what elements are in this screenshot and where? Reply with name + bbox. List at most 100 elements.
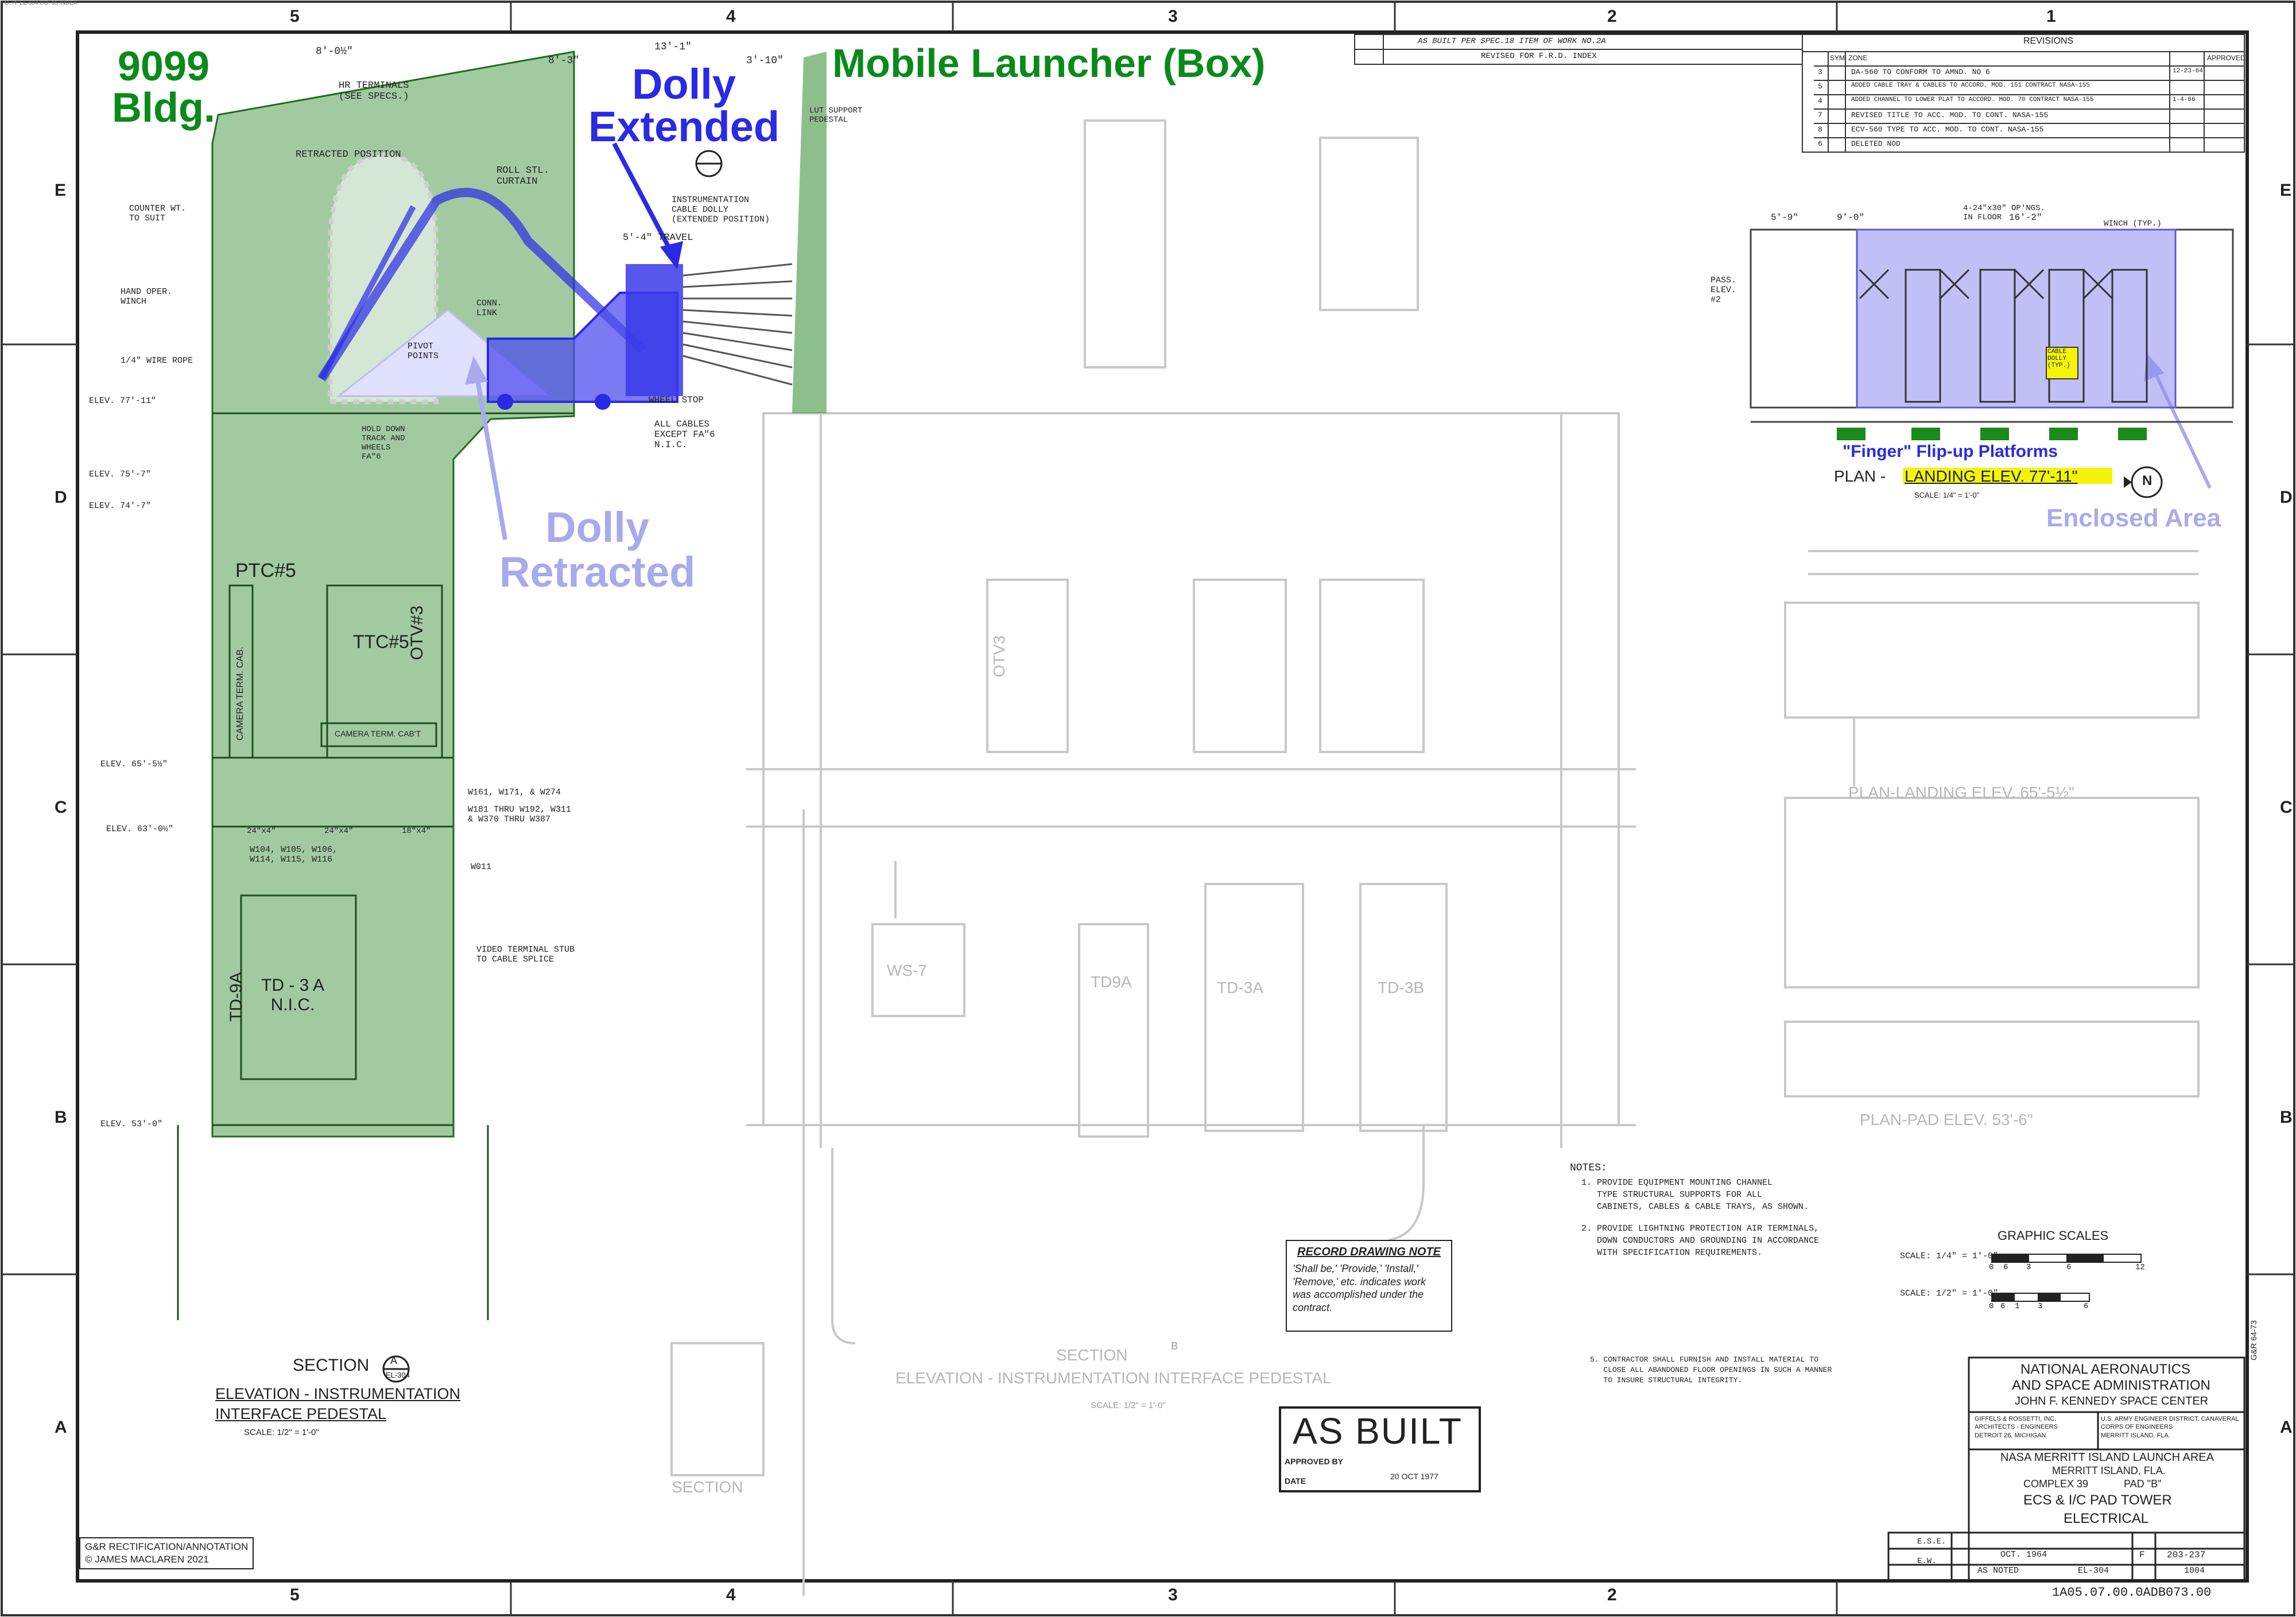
tb-gr-no: EL-304 [2078, 1566, 2109, 1576]
elev-63-label: ELEV. 63'-0½" [106, 824, 174, 834]
scale1-tick-4: 12 [2135, 1263, 2145, 1272]
tb-drawing-no: 1A05.07.00.0ADB073.00 [2052, 1585, 2212, 1600]
w181-label: W181 THRU W192, W311 & W370 THRU W387 [468, 805, 572, 824]
tb-center: JOHN F. KENNEDY SPACE CENTER [2015, 1395, 2209, 1407]
plan-title-prefix: PLAN - [1834, 467, 1886, 485]
camera-term-cab2-label: CAMERA TERM. CAB'T [335, 729, 421, 738]
tb-pad: PAD "B" [2124, 1478, 2162, 1490]
pass-elev-label: PASS. ELEV. #2 [1711, 276, 1737, 305]
notes-header: NOTES: [1570, 1162, 1607, 1174]
all-cables-label: ALL CABLES EXCEPT FA"6 N.I.C. [654, 419, 715, 450]
section-b-scale: SCALE: 1/2" = 1'-0" [1091, 1401, 1166, 1410]
tb-title-2: ELECTRICAL [2064, 1511, 2149, 1526]
zone-col-2-top: 2 [1607, 7, 1617, 26]
revision-row-3: ADDED CHANNEL TO LOWER PLAT TO ACCORD. M… [1851, 96, 2094, 103]
box-24x4-label: 24"x4" [247, 827, 276, 836]
revision-row-2: ADDED CABLE TRAY & CABLES TO ACCORD. MOD… [1851, 82, 2090, 89]
bldg-9099-label: 9099 Bldg. [112, 44, 215, 131]
svg-text:SECTION: SECTION [672, 1478, 743, 1496]
rectification-credit: G&R RECTIFICATION/ANNOTATION © JAMES MAC… [79, 1537, 254, 1570]
svg-text:OTV3: OTV3 [990, 635, 1008, 677]
zone-row-b-right: B [2280, 1108, 2293, 1127]
revisions-col-sym: SYM [1830, 54, 1845, 62]
camera-term-cab-label: CAMERA TERM. CAB. [235, 646, 245, 740]
record-note-body: 'Shall be,' 'Provide,' 'Install,' 'Remov… [1293, 1263, 1426, 1313]
elevation-title-2: INTERFACE PEDESTAL [215, 1405, 387, 1422]
svg-text:WS-7: WS-7 [887, 961, 927, 979]
revision-sym-2: 5 [1818, 82, 1822, 91]
wire-rope-label: 1/4" WIRE ROPE [121, 356, 193, 366]
box-18x4-label: 18"x4" [402, 827, 431, 836]
svg-text:TD-3B: TD-3B [1378, 979, 1424, 996]
roll-stl-curtain-label: ROLL STL. CURTAIN [497, 165, 549, 187]
zone-row-e-left: E [55, 181, 67, 200]
record-note-title: RECORD DRAWING NOTE [1297, 1246, 1441, 1258]
revision-sym-3: 4 [1818, 96, 1822, 105]
zone-col-3-top: 3 [1168, 7, 1178, 26]
svg-text:TD-3A: TD-3A [1217, 979, 1263, 996]
graphic-scale-1-label: SCALE: 1/4" = 1'-0" [1900, 1251, 1999, 1261]
scale2-tick-4: 6 [2084, 1302, 2089, 1311]
note-1: 1. PROVIDE EQUIPMENT MOUNTING CHANNEL TY… [1581, 1178, 1809, 1212]
elevation-title-1: ELEVATION - INSTRUMENTATION [215, 1385, 461, 1402]
td3a-label: TD - 3 A N.I.C. [261, 976, 325, 1014]
zone-row-c-left: C [55, 798, 67, 817]
scale1-tick-0: 0 [1989, 1263, 1994, 1272]
zone-col-3-bottom: 3 [1168, 1585, 1178, 1604]
faded-background-drawing [670, 119, 2200, 1596]
svg-text:SECTION: SECTION [1056, 1346, 1127, 1364]
zone-row-a-left: A [55, 1418, 67, 1437]
tb-agency-2: AND SPACE ADMINISTRATION [2012, 1378, 2210, 1393]
zone-col-5-top: 5 [290, 7, 300, 26]
tb-firm: GIFFELS & ROSSETTI, INC. ARCHITECTS - EN… [1975, 1416, 2058, 1439]
elev-65-label: ELEV. 65'-5½" [100, 759, 168, 769]
svg-text:TD9A: TD9A [1091, 973, 1132, 991]
tb-file-no: 203-237 [2167, 1550, 2206, 1560]
scale1-tick-3: 6 [2066, 1263, 2072, 1272]
tb-scale: AS NOTED [1977, 1566, 2019, 1576]
revision-date-1: 12-23-64 [2173, 68, 2203, 75]
svg-text:PLAN-LANDING ELEV. 65'-5½": PLAN-LANDING ELEV. 65'-5½" [1848, 784, 2074, 801]
tb-dated: OCT. 1964 [2000, 1550, 2047, 1560]
w104-label: W104, W105, W106, W114, W115, W116 [250, 845, 338, 864]
zone-col-2-bottom: 2 [1607, 1585, 1617, 1604]
tb-dwn: E.S.E. [1917, 1537, 1946, 1546]
zone-col-4-top: 4 [726, 7, 736, 26]
top-note-2: REVISED FOR F.R.D. INDEX [1481, 52, 1597, 61]
revision-sym-6: 6 [1818, 139, 1822, 148]
scale2-tick-3: 3 [2038, 1302, 2043, 1311]
title-block-grid [1887, 1356, 2245, 1583]
plan-dim-16-2: 16'-2" [2009, 212, 2042, 223]
faded-labels: OTV3 WS-7 TD9A TD-3A TD-3B PLAN-LANDING … [672, 635, 2074, 1496]
zone-col-5-bottom: 5 [290, 1585, 300, 1604]
travel-label: 5'-4" TRAVEL [623, 232, 693, 243]
enclosed-area-label: Enclosed Area [2046, 504, 2221, 532]
section-a-ref-sheet: EL-304 [386, 1371, 410, 1379]
tb-sheet: 1004 [2184, 1566, 2205, 1576]
as-built-approved-by: APPROVED BY [1285, 1457, 1343, 1466]
revision-row-5: ECV-560 TYPE TO ACC. MOD. TO CONT. NASA-… [1851, 125, 2044, 134]
zone-row-d-right: D [2280, 488, 2293, 507]
wheel-stop-label: WHEEL STOP [649, 395, 704, 405]
scale2-tick-2: 1 [2015, 1302, 2020, 1311]
zone-row-e-right: E [2280, 181, 2292, 200]
scale2-tick-0: 0 [1989, 1302, 1994, 1311]
elev-77-label: ELEV. 77'-11" [89, 396, 157, 406]
enclosed-area-highlight [1856, 228, 2177, 409]
corner-tag: G. R. EL-304 CO. 65 INDEX [5, 0, 77, 6]
plan-landing-77 [1750, 228, 2234, 498]
record-drawing-note: RECORD DRAWING NOTE 'Shall be,' 'Provide… [1286, 1240, 1452, 1332]
zone-col-4-bottom: 4 [726, 1585, 736, 1604]
dim-13-1: 13'-1" [654, 41, 692, 53]
retracted-position-label: RETRACTED POSITION [296, 149, 401, 160]
revisions-col-zone: ZONE [1848, 54, 1868, 62]
mobile-launcher-highlight [792, 52, 827, 413]
elev-74-label: ELEV. 74'-7" [89, 501, 152, 511]
w161-label: W161, W171, & W274 [468, 788, 561, 797]
tb-location: MERRITT ISLAND, FLA. [2052, 1465, 2166, 1476]
hr-terminals-label: HR TERMINALS (SEE SPECS.) [339, 80, 409, 102]
inner-frame [76, 30, 2249, 1583]
top-note-1: AS BUILT PER SPEC.18 ITEM OF WORK NO.2A [1418, 37, 1606, 46]
